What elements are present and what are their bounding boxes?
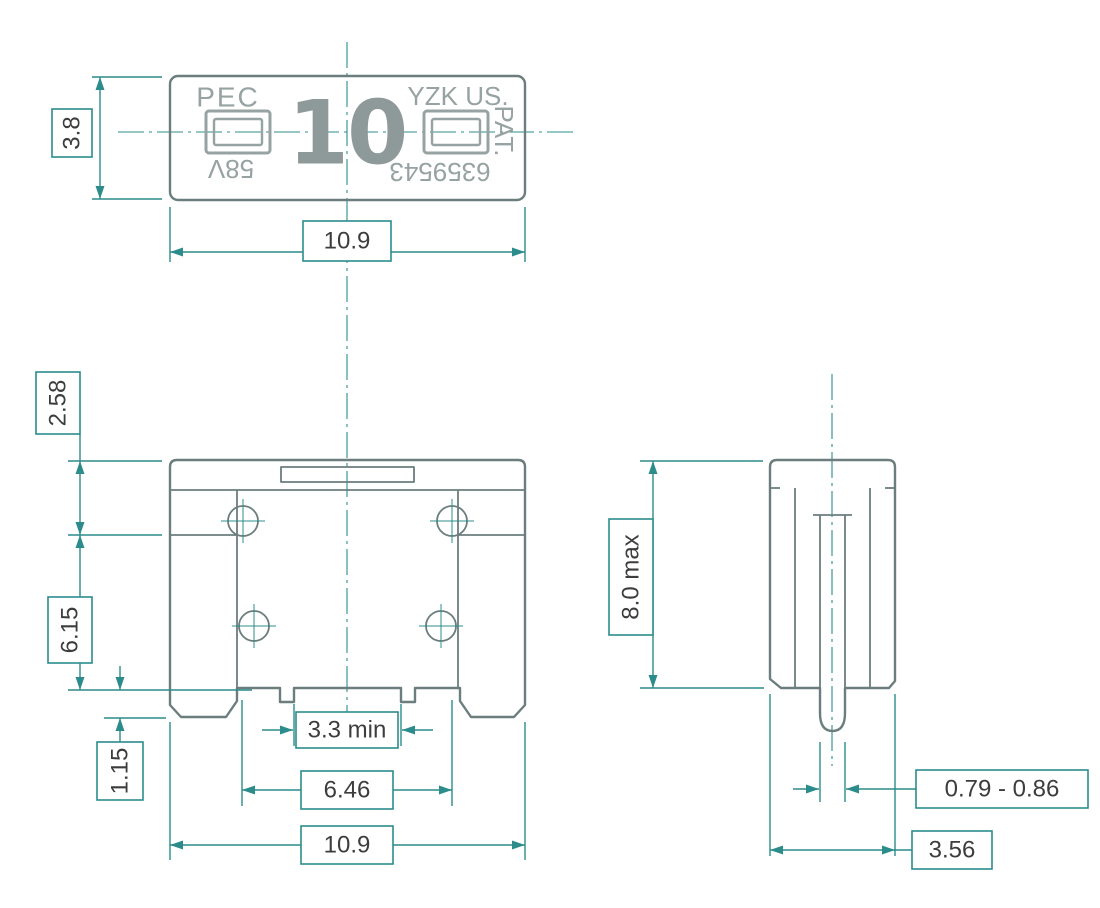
dimension-label-10-9-top: 10.9 [324, 228, 371, 255]
dimension-top-height: 3.8 [51, 76, 162, 200]
dimension-label-8-0-max: 8.0 max [618, 534, 645, 619]
dimension-blade-thickness: 0.79 - 0.86 [793, 742, 1089, 809]
fuse-side-outline [768, 458, 897, 733]
dimension-label-3-8: 3.8 [59, 116, 86, 149]
dimension-label-3-56: 3.56 [929, 837, 976, 864]
dimension-label-box [300, 825, 394, 865]
dimension-label-0-79-0-86: 0.79 - 0.86 [945, 776, 1060, 803]
dimension-label-10-9-front: 10.9 [324, 832, 371, 859]
fuse-window-right-inner [430, 117, 482, 147]
marking-brand: YZK US. [407, 81, 508, 111]
dimension-front-leg: 1.15 [96, 666, 166, 801]
front-latch-slot [280, 466, 415, 483]
dimension-label-1-15: 1.15 [107, 748, 134, 795]
dimension-label-box [35, 371, 81, 435]
fuse-window-left-inner [212, 117, 264, 147]
dimension-label-2-58: 2.58 [45, 380, 72, 427]
dimension-front-top-section: 2.58 [35, 371, 162, 536]
dimension-front-width: 10.9 [169, 722, 526, 865]
dimension-front-body: 6.15 [47, 535, 252, 691]
dimension-label-box [96, 741, 144, 801]
dimension-label-box [47, 596, 93, 664]
top-view: PEC 10 YZK US. PAT. 58V 6359543 [168, 74, 527, 202]
marking-patent-label: PAT. [489, 105, 519, 156]
marking-amperage: 10 [288, 82, 406, 185]
dimension-label-3-3-min: 3.3 min [308, 717, 387, 744]
side-view [768, 458, 897, 733]
fuse-window-left-outer [204, 109, 272, 155]
dimension-label-box [295, 711, 399, 749]
dimension-front-terminal-gap: 3.3 min [262, 704, 433, 749]
dimension-side-height: 8.0 max [608, 460, 764, 689]
dimension-front-terminal-spacing: 6.46 [241, 700, 453, 810]
dimension-label-box [300, 770, 394, 810]
marking-voltage: 58V [207, 154, 254, 184]
fuse-window-right-outer [422, 109, 490, 155]
centerlines [118, 42, 833, 766]
dimension-label-box [911, 830, 993, 870]
front-view [168, 458, 527, 719]
dimension-label-6-46: 6.46 [324, 777, 371, 804]
marking-patent-number: 6359543 [389, 157, 490, 187]
dimension-label-box [608, 518, 654, 636]
dimension-top-width: 10.9 [169, 207, 526, 262]
dimension-side-depth: 3.56 [769, 694, 993, 870]
dimension-label-6-15: 6.15 [57, 607, 84, 654]
fuse-front-outline [168, 458, 527, 719]
fuse-top-outline [168, 74, 527, 202]
dimension-label-box [302, 220, 392, 262]
dimension-label-box [915, 769, 1089, 809]
marking-manufacturer: PEC [196, 82, 260, 113]
dimension-label-box [51, 108, 93, 158]
